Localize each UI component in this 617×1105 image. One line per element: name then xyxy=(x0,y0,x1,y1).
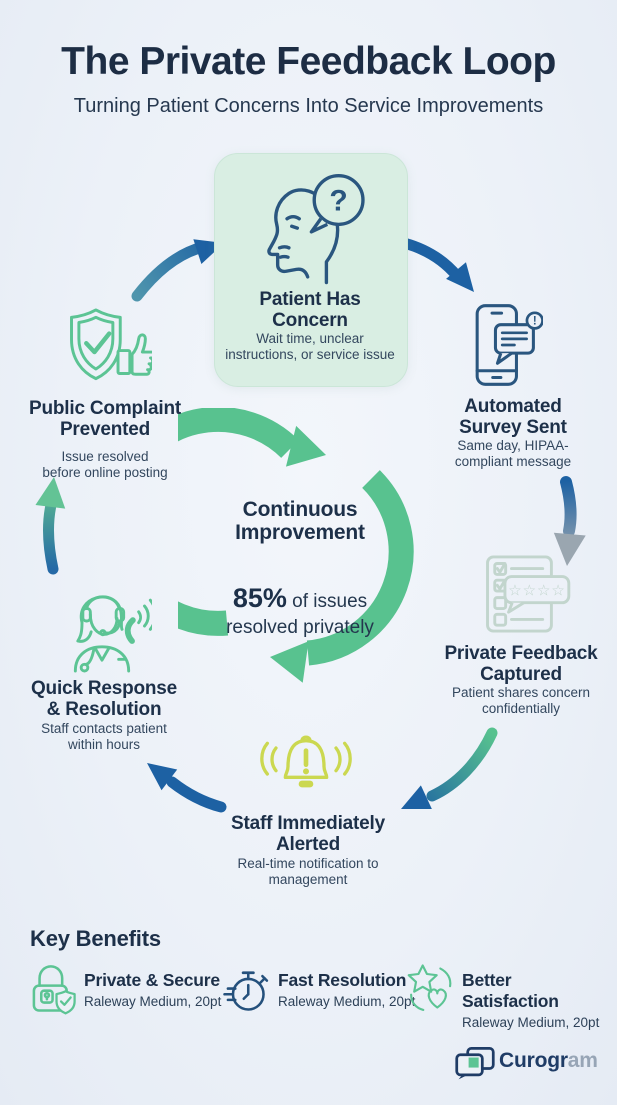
stage-title-staff-immediately-alerted: Staff Immediately Alerted xyxy=(231,813,385,856)
lock-shield-icon xyxy=(32,965,76,1015)
benefit-desc: Raleway Medium, 20pt xyxy=(278,994,416,1009)
svg-text:?: ? xyxy=(329,184,347,217)
stage-desc-automated-survey-sent: Same day, HIPAA- compliant message xyxy=(454,438,572,470)
stat-text: of issues resolved privately xyxy=(226,590,374,638)
arrow-response-to-prevented xyxy=(35,477,66,575)
benefit-title: Better Satisfaction xyxy=(462,970,559,1011)
benefit-better-satisfaction: Better Satisfaction Raleway Medium, 20pt xyxy=(462,970,612,1030)
arrow-concern-to-survey xyxy=(398,237,474,292)
benefit-title: Fast Resolution xyxy=(278,970,407,990)
stage-title-quick-response-resolution: Quick Response & Resolution xyxy=(30,678,178,721)
alert-bell-icon xyxy=(260,735,352,788)
stage-desc-quick-response-resolution: Staff contacts patient within hours xyxy=(41,721,167,753)
star-heart-icon xyxy=(407,964,452,1011)
brand-main: Curogr xyxy=(499,1049,568,1072)
stage-title-private-feedback-captured: Private Feedback Captured xyxy=(444,643,598,686)
arrow-survey-to-feedback xyxy=(553,476,586,566)
stage-desc-private-feedback-captured: Patient shares concern confidentially xyxy=(451,685,591,717)
continuous-loop-circle-icon xyxy=(178,408,414,683)
stopwatch-icon xyxy=(223,971,269,1011)
benefits-heading: Key Benefits xyxy=(30,926,161,951)
phone-survey-icon: ! xyxy=(475,304,543,386)
arrow-alerted-to-response xyxy=(147,763,227,813)
brand-fade: am xyxy=(567,1049,598,1072)
stage-title-automated-survey-sent: Automated Survey Sent xyxy=(459,396,567,439)
support-agent-icon xyxy=(73,595,152,673)
stage-title-patient-has-concern: Patient Has Concern xyxy=(259,289,361,332)
page-title: The Private Feedback Loop xyxy=(61,40,556,83)
svg-text:!: ! xyxy=(533,316,537,328)
head-question-icon: ? xyxy=(267,173,365,285)
loop-center-stat: 85% of issues resolved privately xyxy=(214,558,386,639)
benefit-private-secure: Private & Secure Raleway Medium, 20pt xyxy=(84,970,224,1009)
stage-desc-patient-has-concern: Wait time, unclear instructions, or serv… xyxy=(225,331,395,363)
stage-desc-public-complaint-prevented: Issue resolved before online posting xyxy=(42,449,168,481)
arrow-feedback-to-alerted xyxy=(401,727,498,809)
benefit-desc: Raleway Medium, 20pt xyxy=(84,994,222,1009)
loop-center-title: Continuous Improvement xyxy=(235,498,365,545)
stage-desc-staff-immediately-alerted: Real-time notification to management xyxy=(237,856,379,888)
stage-title-public-complaint-prevented: Public Complaint Prevented xyxy=(29,398,181,441)
page-subtitle: Turning Patient Concerns Into Service Im… xyxy=(73,95,544,117)
brand-logo-text: Curogram xyxy=(499,1049,598,1073)
stat-value: 85% xyxy=(232,582,287,613)
benefit-title: Private & Secure xyxy=(84,970,220,990)
benefit-fast-resolution: Fast Resolution Raleway Medium, 20pt xyxy=(278,970,428,1009)
chat-bubbles-logo-icon xyxy=(455,1047,495,1080)
benefit-desc: Raleway Medium, 20pt xyxy=(462,1015,600,1030)
svg-text:☆☆☆☆: ☆☆☆☆ xyxy=(508,582,566,599)
feedback-checklist-icon: ☆☆☆☆ xyxy=(486,555,571,633)
shield-thumbs-up-icon xyxy=(70,308,152,381)
